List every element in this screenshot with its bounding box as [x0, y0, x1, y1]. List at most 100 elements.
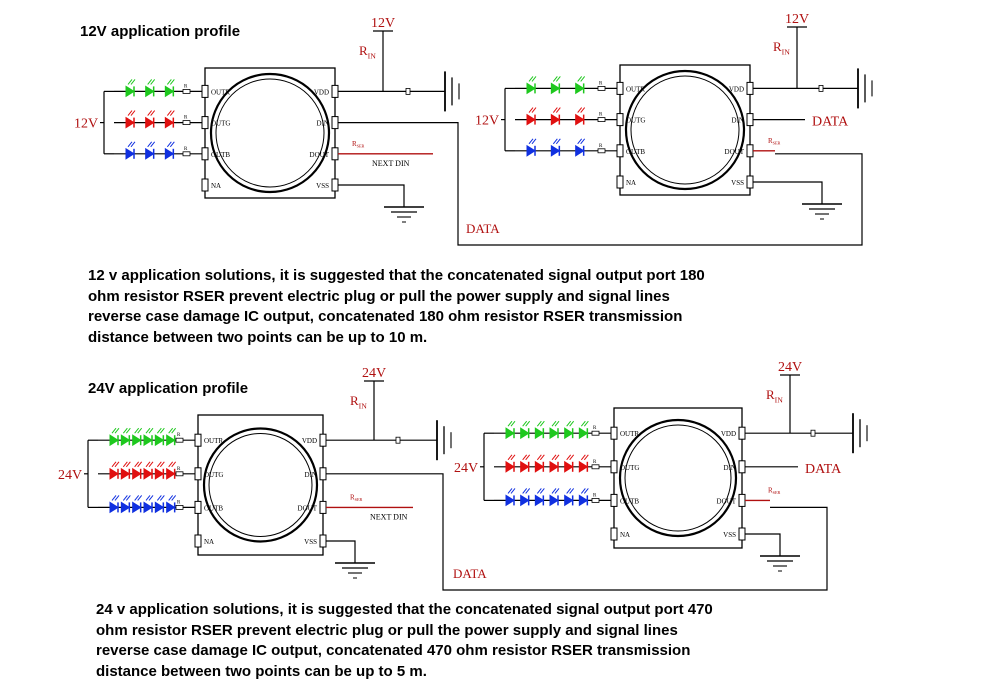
led-red-ray: [528, 107, 537, 113]
pin-label-outg: OUTG: [620, 464, 639, 472]
led-resistor-label: R: [177, 500, 181, 505]
led-blue: [125, 147, 135, 160]
title-24v: 24V application profile: [88, 380, 249, 397]
led-red-ray: [166, 110, 175, 116]
led-red-ray: [111, 461, 120, 468]
led-resistor-label: R: [599, 113, 603, 118]
paragraph-24v-line: distance between two points can be up to…: [96, 662, 427, 680]
led-red: [125, 116, 135, 129]
data-input-label: DATA: [812, 115, 849, 130]
led-blue: [526, 144, 536, 157]
led-blue-ray: [507, 488, 516, 494]
paragraph-12v-line: 12 v application solutions, it is sugges…: [88, 267, 705, 284]
led-green-ray: [580, 420, 589, 427]
ic-pin-pad: [194, 433, 202, 447]
led-green-ray: [536, 420, 545, 427]
rser-label: RSER: [768, 137, 781, 146]
led-resistor: [182, 89, 191, 94]
led-green: [109, 434, 119, 447]
led-resistor-label: R: [177, 467, 181, 472]
led-green: [550, 82, 561, 95]
led-blue-ray: [156, 495, 165, 501]
led-green: [120, 434, 131, 447]
ic-lens-ring: [202, 427, 319, 543]
pin-label-outg: OUTG: [204, 471, 223, 479]
pin-label-na: NA: [211, 182, 221, 190]
pin-label-din: DIN: [724, 464, 736, 472]
ic-pin-pad: [331, 84, 339, 98]
led-red: [578, 460, 589, 473]
pin-label-dout: DOUT: [725, 148, 745, 156]
pin-label-dout: DOUT: [298, 504, 318, 512]
led-red: [164, 116, 175, 129]
led-blue-ray: [111, 495, 120, 501]
rser-label: RSER: [350, 493, 363, 502]
led-green-ray: [507, 420, 516, 427]
led-blue-ray: [536, 488, 545, 494]
ic-lens-ring: [618, 418, 738, 538]
data-link-wire: [338, 121, 863, 246]
ic-pin-pad: [331, 116, 339, 130]
led-blue: [145, 147, 155, 160]
led-blue: [505, 494, 515, 507]
ic-pin-pad: [616, 113, 624, 127]
ic-pin-pad: [201, 84, 209, 98]
led-resistor: [597, 86, 606, 91]
supply-voltage-label: 12V: [74, 117, 98, 132]
rin-label: RIN: [350, 393, 367, 410]
led-resistor-label: R: [184, 147, 188, 152]
vss-wire: [753, 181, 823, 204]
led-green-ray: [551, 420, 560, 427]
led-red-ray: [566, 454, 575, 461]
led-resistor: [597, 117, 606, 122]
led-green-ray: [134, 427, 143, 434]
led-red: [132, 467, 142, 480]
ic-body: [619, 64, 751, 196]
led-blue-ray: [134, 495, 143, 501]
led-red: [109, 467, 119, 480]
led-green: [154, 434, 165, 447]
led-red-ray: [127, 110, 136, 116]
led-blue-ray: [147, 141, 156, 148]
led-blue-ray: [127, 141, 136, 148]
led-red-ray: [145, 461, 154, 468]
led-red: [534, 460, 545, 473]
ic-body: [204, 67, 336, 199]
led-blue: [120, 501, 131, 514]
pin-label-din: DIN: [732, 117, 744, 125]
led-red-ray: [507, 454, 516, 461]
paragraph-24v-line: reverse case damage IC output, concatena…: [96, 642, 691, 659]
led-blue: [520, 494, 530, 507]
ic-pin-pad: [738, 426, 746, 440]
pin-label-dout: DOUT: [717, 497, 737, 505]
ic-pin-pad: [616, 81, 624, 95]
led-blue-ray: [145, 495, 154, 501]
led-green: [145, 85, 155, 98]
led-green-ray: [147, 79, 156, 85]
ic-pin-pad: [738, 527, 746, 541]
vdd-capacitor: [810, 429, 816, 437]
led-green-ray: [577, 76, 586, 82]
led-blue: [564, 494, 574, 507]
led-red: [564, 460, 574, 473]
led-resistor: [591, 497, 600, 503]
supply-voltage-label: 24V: [454, 461, 478, 476]
ic-pin-pad: [319, 534, 327, 548]
led-red-ray: [577, 107, 586, 113]
pin-label-vss: VSS: [731, 179, 744, 187]
rin-label: RIN: [766, 387, 783, 404]
pin-label-outb: OUTB: [620, 497, 639, 505]
led-red: [143, 467, 153, 480]
ic-pin-pad: [610, 460, 618, 474]
data-link-wire: [326, 473, 828, 591]
led-red-ray: [122, 461, 131, 468]
ic-pin-pad: [738, 460, 746, 474]
led-green-ray: [122, 427, 131, 434]
pin-label-din: DIN: [317, 120, 329, 128]
led-green-ray: [168, 427, 177, 434]
rser-label: RSER: [768, 486, 781, 495]
led-resistor: [591, 464, 600, 470]
vss-wire: [745, 533, 781, 556]
led-blue: [550, 144, 561, 157]
led-resistor-label: R: [184, 84, 188, 89]
